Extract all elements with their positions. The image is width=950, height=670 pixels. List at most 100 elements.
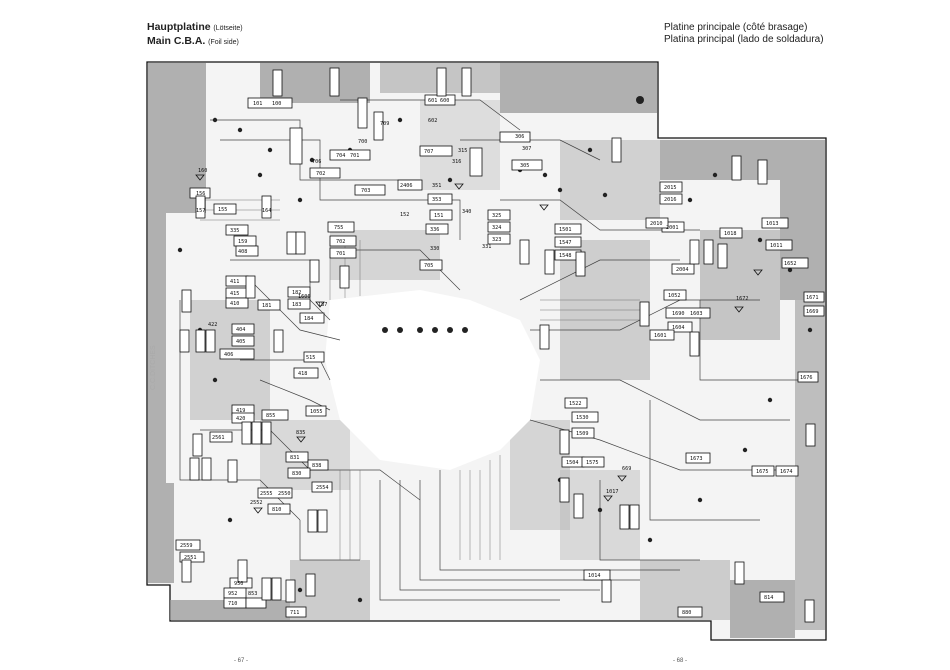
component-labels: 101 100 601 600 602 709 306 307 315 316 … [180,98,819,616]
central-ic-area [325,290,540,470]
label-325: 325 [492,213,501,219]
dense-traces [200,199,640,560]
label-316: 316 [452,159,461,165]
label-323: 323 [492,237,501,243]
label-1675: 1675 [756,469,769,475]
label-307: 307 [522,146,531,152]
vertical-components [179,67,816,623]
label-419: 420 [236,416,245,422]
label-810: 2552 [250,500,263,506]
label-2406: 2406 [400,183,413,189]
label-951: 950 [234,581,243,587]
label-410: 181 [262,303,271,309]
label-836: 835 [296,430,305,436]
label-2555: 2550 [278,491,291,497]
label-702b: 702 [336,239,345,245]
label-330: 330 [430,246,439,252]
label-512: 515 [306,355,315,361]
label-801: 1014 [588,573,601,579]
label-1530: 1509 [576,431,589,437]
label-187: 1606 [298,294,311,300]
label-2010: 2010 [650,221,663,227]
title-fr: Platine principale (côté brasage) [664,22,808,33]
label-2559: 2551 [184,555,197,561]
label-1055: 855 [266,413,275,419]
label-152: 152 [400,212,409,218]
title-es: Platina principal (lado de soldadura) [664,34,824,45]
label-880: 880 [682,610,691,616]
label-2554: 2555 [260,491,273,497]
label-1522: 1530 [576,415,589,421]
label-755: 755 [334,225,343,231]
label-700: 700 [358,139,367,145]
label-181: 182 [292,290,301,296]
label-2004: 2004 [676,267,689,273]
label-2550: 810 [272,507,281,513]
label-415: 410 [230,301,239,307]
label-182: 183 [292,302,301,308]
component-outlines [175,94,825,618]
label-1674: 1674 [780,469,793,475]
label-704: 704 [336,153,345,159]
label-1603: 1603 [690,311,703,317]
label-155: 155 [218,207,227,213]
label-838: 830 [292,471,301,477]
label-1509: 1504 [566,460,579,466]
label-1676: 1676 [800,375,813,381]
label-331: 331 [482,244,491,250]
label-701: 701 [350,153,359,159]
label-405: 406 [224,352,233,358]
label-602: 602 [428,118,437,124]
label-1547: 1547 [559,240,572,246]
label-2001: 2001 [666,225,679,231]
label-830: 831 [290,455,299,461]
label-1652: 1652 [784,261,797,267]
label-1052: 1052 [668,293,681,299]
label-353: 353 [432,197,441,203]
label-950: 952 [228,591,237,597]
label-831: 838 [312,463,321,469]
label-703: 703 [361,188,370,194]
traces [179,99,800,601]
page-number-right: - 68 - [673,658,688,664]
title-en: Main C.B.A. [147,35,206,47]
label-830b: 2554 [316,485,329,491]
label-705: 705 [424,263,433,269]
label-1504: 1575 [586,460,599,466]
label-1011: 1011 [770,243,783,249]
label-340: 340 [462,209,471,215]
label-305: 305 [520,163,529,169]
label-156: 156 [196,191,205,197]
label-1669: 1669 [806,309,819,315]
label-706: 706 [312,159,321,165]
label-814: 814 [764,595,773,601]
label-336: 336 [430,227,439,233]
label-183: 184 [304,316,313,322]
title-left: Hauptplatine (Lötseite) Main C.B.A. (Foi… [147,21,243,49]
label-324: 324 [492,225,501,231]
title-de: Hauptplatine [147,21,211,33]
title-right: Platine principale (côté brasage) Platin… [664,22,824,46]
label-1673: 1673 [690,456,703,462]
label-709: 709 [380,121,389,127]
label-403: 404 [236,327,245,333]
label-315: 315 [458,148,467,154]
label-601: 601 [428,98,437,104]
label-1548: 1548 [559,253,572,259]
label-306: 306 [515,134,524,140]
label-669: 1017 [606,489,619,495]
label-1601: 1601 [654,333,667,339]
label-184: 187 [318,302,327,308]
label-1013: 1013 [766,221,779,227]
label-661: 669 [622,466,631,472]
label-1521: 1522 [569,401,582,407]
label-151: 151 [434,213,443,219]
label-1671: 1671 [806,295,819,301]
transistor-symbols [195,174,763,514]
label-2016: 2016 [664,197,677,203]
label-157: 157 [196,208,205,214]
title-en-note: (Foil side) [208,39,239,46]
label-2562: 2561 [212,435,225,441]
label-404: 405 [236,339,245,345]
